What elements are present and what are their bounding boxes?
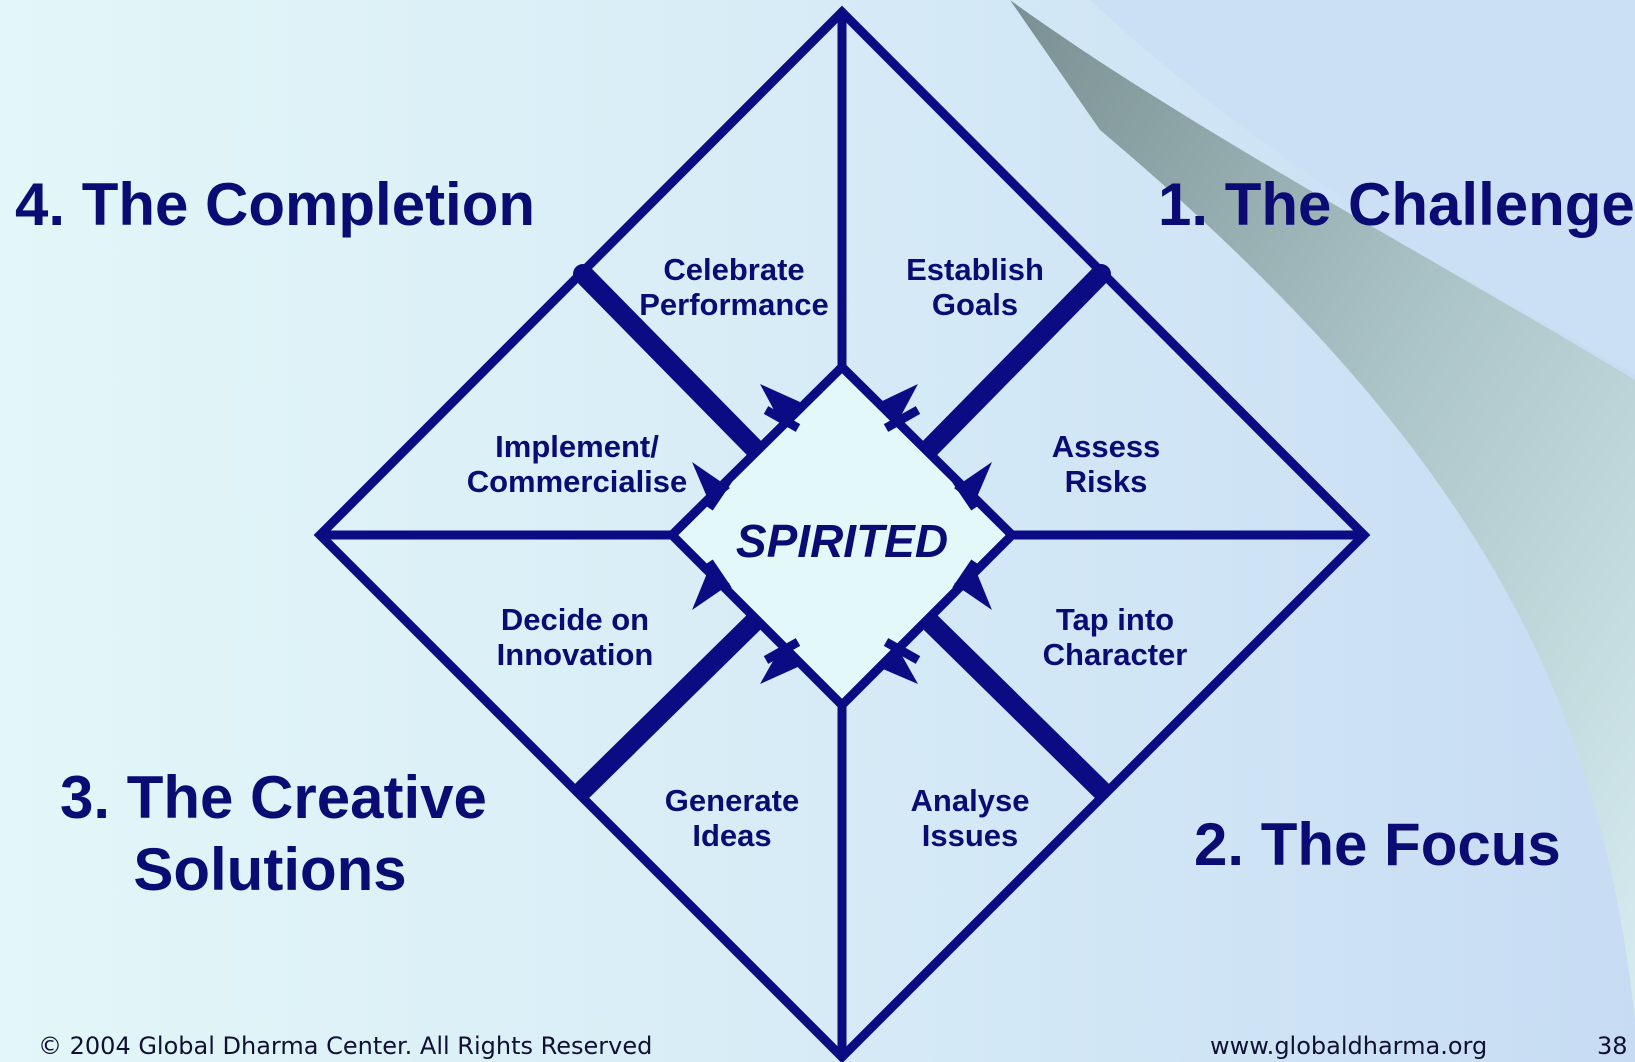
quadrant-title-creative-line1: 3. The Creative <box>60 764 487 831</box>
segment-celebrate-performance: Celebrate Performance <box>639 252 829 322</box>
segment-label-line2: Ideas <box>692 818 772 853</box>
center-label-spirited: SPIRITED <box>735 515 949 567</box>
divider-upper-left <box>573 264 766 460</box>
divider-lower-left <box>573 610 766 800</box>
quadrant-title-focus: 2. The Focus <box>1194 811 1561 878</box>
segment-label-line1: Generate <box>664 783 800 818</box>
segment-establish-goals: Establish Goals <box>906 252 1044 322</box>
arrow-head <box>692 462 730 504</box>
segment-implement-commercialise: Implement/ Commercialise <box>467 429 688 499</box>
footer-url: www.globaldharma.org <box>1210 1032 1488 1060</box>
segment-label-line2: Performance <box>639 287 829 322</box>
segment-decide-on-innovation: Decide on Innovation <box>497 602 654 672</box>
segment-label-line2: Risks <box>1064 464 1148 499</box>
arrow-top-right <box>883 406 921 432</box>
quadrant-title-creative: 3. The Creative Solutions <box>60 762 487 906</box>
arrow-head <box>876 645 918 684</box>
arrow-head <box>760 645 800 684</box>
quadrant-title-creative-line2: Solutions <box>133 836 407 903</box>
segment-label-line1: Tap into <box>1055 602 1175 637</box>
segment-label-line1: Assess <box>1051 429 1161 464</box>
segment-label-line2: Commercialise <box>466 464 688 499</box>
segment-label-line1: Celebrate <box>663 252 805 287</box>
arrow-head <box>954 462 992 504</box>
segment-label-line1: Decide on <box>500 602 650 637</box>
divider-upper-right <box>918 264 1111 460</box>
arrow-head <box>876 384 918 425</box>
segment-analyse-issues: Analyse Issues <box>911 783 1030 853</box>
quadrant-title-challenge: 1. The Challenge <box>1158 171 1635 238</box>
segment-label-line2: Character <box>1042 637 1188 672</box>
segment-label-line1: Implement/ <box>495 429 659 464</box>
segment-label-line2: Issues <box>921 818 1019 853</box>
segment-label-line2: Goals <box>931 287 1019 322</box>
segment-label-line1: Analyse <box>910 783 1030 818</box>
quadrant-title-completion: 4. The Completion <box>15 171 536 238</box>
arrow-head <box>954 566 992 610</box>
segment-assess-risks: Assess Risks <box>1052 429 1161 499</box>
center-diamond <box>665 360 1019 712</box>
divider-lower-right <box>918 610 1111 800</box>
segment-tap-into-character: Tap into Character <box>1043 602 1188 672</box>
arrow-head <box>760 384 800 425</box>
segment-generate-ideas: Generate Ideas <box>665 783 799 853</box>
arrow-bottom-right <box>883 638 921 664</box>
footer-copyright: © 2004 Global Dharma Center. All Rights … <box>38 1032 653 1060</box>
segment-label-line1: Establish <box>906 252 1044 287</box>
slide-number: 38 <box>1597 1032 1628 1060</box>
arrow-head <box>692 566 730 610</box>
segment-label-line2: Innovation <box>496 637 654 672</box>
